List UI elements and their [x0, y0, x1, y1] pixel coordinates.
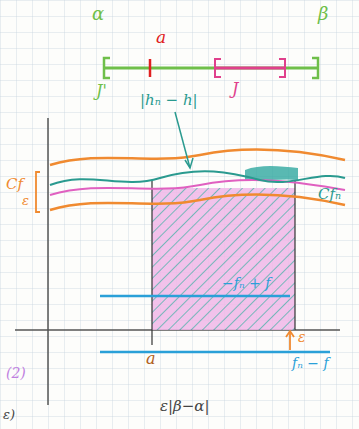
lower-band-curve — [50, 195, 345, 210]
epsilon-label: ε — [298, 330, 306, 345]
lower-bound-line — [100, 295, 290, 298]
equation-number: (2) — [6, 366, 26, 381]
epsilon-arrowhead — [286, 331, 294, 337]
fragment-label: ε) — [3, 408, 15, 422]
leader-arrow — [185, 158, 193, 168]
f-curve — [50, 180, 345, 195]
y-axis — [47, 118, 49, 405]
leader-line — [175, 112, 190, 168]
area-label: ε|β−α| — [160, 398, 210, 415]
epsilon-bracket — [36, 172, 40, 212]
curve-label: Cf — [6, 176, 23, 193]
fn-curve — [50, 171, 345, 185]
epsilon-arrow — [289, 332, 291, 350]
curve-label: Cfₙ — [318, 186, 341, 203]
interval-label: J — [232, 80, 238, 98]
point-label: a — [146, 350, 156, 368]
interval — [104, 58, 318, 78]
hatched-area — [152, 188, 295, 330]
endpoint-label: β — [318, 4, 328, 24]
bound-line — [294, 180, 295, 330]
interval-label: J' — [96, 82, 107, 100]
difference-label: |hₙ − h| — [140, 92, 198, 109]
line-label: −fₙ + f — [222, 276, 270, 291]
line-label: fₙ − f — [292, 356, 329, 371]
endpoint-label: α — [92, 4, 104, 24]
upper-band-curve — [50, 150, 345, 165]
epsilon-label: ε — [22, 194, 29, 208]
upper-bound-line — [100, 351, 330, 354]
point-label: a — [156, 28, 166, 47]
